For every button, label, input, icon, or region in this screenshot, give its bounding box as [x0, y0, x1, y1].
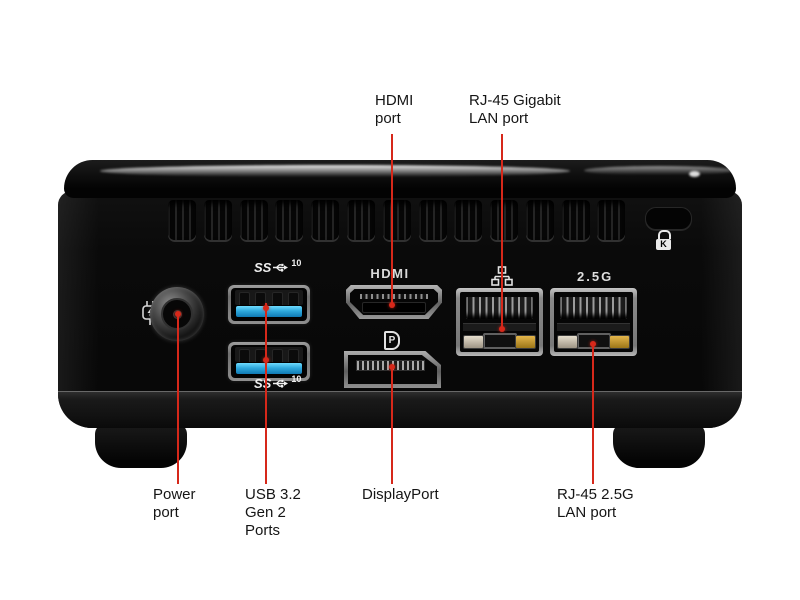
lan-25g-silkscreen-label: 2.5G: [577, 269, 614, 284]
callout-power-line2: port: [153, 504, 179, 521]
rj45-pins: [466, 297, 533, 319]
callout-displayport-line1: DisplayPort: [362, 486, 439, 503]
leader-line-power: [177, 314, 179, 484]
lock-body: K: [656, 239, 671, 250]
leader-line-displayport: [391, 367, 393, 484]
leader-dot-25g-lan: [590, 341, 596, 347]
callout-hdmi-line1: HDMI: [375, 92, 414, 109]
usb-blue-tongue: [236, 363, 302, 374]
device-top-cap: [64, 160, 736, 198]
rj45-gigabit-lan-port: [456, 288, 543, 356]
usb-cavity: [231, 288, 307, 321]
glossy-highlight: [584, 166, 734, 175]
leader-line-hdmi: [391, 134, 393, 306]
usb-port-bottom: [228, 342, 310, 381]
usb-trident-icon: [273, 379, 289, 388]
hdmi-cavity: [350, 289, 438, 315]
usb-blue-tongue: [236, 306, 302, 317]
vent-slot: [275, 200, 303, 240]
rj45-led-right: [515, 335, 536, 349]
leader-dot-usb-top: [263, 305, 269, 311]
rj45-divider: [557, 323, 630, 331]
vent-slot: [454, 200, 482, 240]
vent-slot: [168, 200, 196, 240]
ss-speed: 10: [291, 257, 302, 268]
callout-power-port: Power port: [153, 486, 196, 522]
leader-dot-hdmi: [389, 302, 395, 308]
rj45-clip-slot: [482, 333, 517, 349]
leader-dot-gigabit-lan: [499, 326, 505, 332]
vent-slot: [311, 200, 339, 240]
usb-ss10-logo: SS 10: [254, 257, 302, 276]
vent-slot: [490, 200, 518, 240]
callout-usb-line2: Gen 2: [245, 504, 286, 521]
ss-speed: 10: [291, 373, 302, 384]
device-foot-right: [613, 424, 705, 468]
callout-power-line1: Power: [153, 486, 196, 503]
hdmi-pins: [360, 294, 428, 299]
kensington-lock-slot: [645, 207, 692, 230]
kensington-letter: K: [660, 239, 667, 249]
vent-slot: [526, 200, 554, 240]
device-bottom-band: [58, 391, 742, 428]
hdmi-silkscreen-label: HDMI: [370, 266, 410, 281]
usb-pins: [239, 292, 299, 305]
rj45-led-right: [609, 335, 630, 349]
rj45-cavity: [460, 292, 539, 352]
glossy-highlight-dot: [689, 171, 700, 177]
dp-logo-letter: P: [388, 335, 396, 346]
usb-cavity: [231, 345, 307, 378]
device-foot-left: [95, 424, 187, 468]
ss-text: SS: [254, 376, 272, 391]
callout-usb-line1: USB 3.2: [245, 486, 301, 503]
callout-displayport: DisplayPort: [362, 486, 439, 504]
leader-line-25g-lan: [592, 344, 594, 484]
glossy-highlight: [100, 165, 570, 177]
vent-slot: [597, 200, 625, 240]
ss-text: SS: [254, 260, 272, 275]
vent-slot: [419, 200, 447, 240]
lock-shackle: [657, 230, 671, 239]
vent-slot: [562, 200, 590, 240]
vent-slot: [383, 200, 411, 240]
usb-pins: [239, 349, 299, 362]
kensington-lock-icon: K: [656, 230, 672, 250]
callout-hdmi-port: HDMI port: [375, 92, 413, 128]
callout-gigabit-line1: RJ-45 Gigabit: [469, 92, 561, 109]
vent-slot: [240, 200, 268, 240]
callout-gigabit-lan-port: RJ-45 Gigabit LAN port: [469, 92, 561, 128]
usb-trident-icon: [273, 263, 289, 272]
device-rear-panel: K SS: [58, 191, 742, 428]
callout-gigabit-line2: LAN port: [469, 110, 529, 127]
callout-usb-line3: Ports: [245, 522, 281, 539]
callout-hdmi-line2: port: [375, 110, 401, 127]
rj45-led-left: [463, 335, 484, 349]
rj45-led-left: [557, 335, 578, 349]
leader-line-usb: [265, 303, 267, 484]
rj45-pins: [560, 297, 627, 319]
vent-slot: [204, 200, 232, 240]
displayport-logo: P: [384, 331, 400, 350]
usb-ss10-logo: SS 10: [254, 373, 302, 392]
callout-25g-line1: RJ-45 2.5G: [557, 486, 634, 503]
leader-dot-usb-bottom: [263, 357, 269, 363]
usb-port-top: [228, 285, 310, 324]
callout-25g-line2: LAN port: [557, 504, 617, 521]
callout-25g-lan-port: RJ-45 2.5G LAN port: [557, 486, 634, 522]
leader-dot-displayport: [389, 364, 395, 370]
vent-slot: [347, 200, 375, 240]
leader-dot-power: [175, 311, 181, 317]
leader-line-gigabit-lan: [501, 134, 503, 330]
callout-usb-ports: USB 3.2 Gen 2 Ports: [245, 486, 301, 540]
